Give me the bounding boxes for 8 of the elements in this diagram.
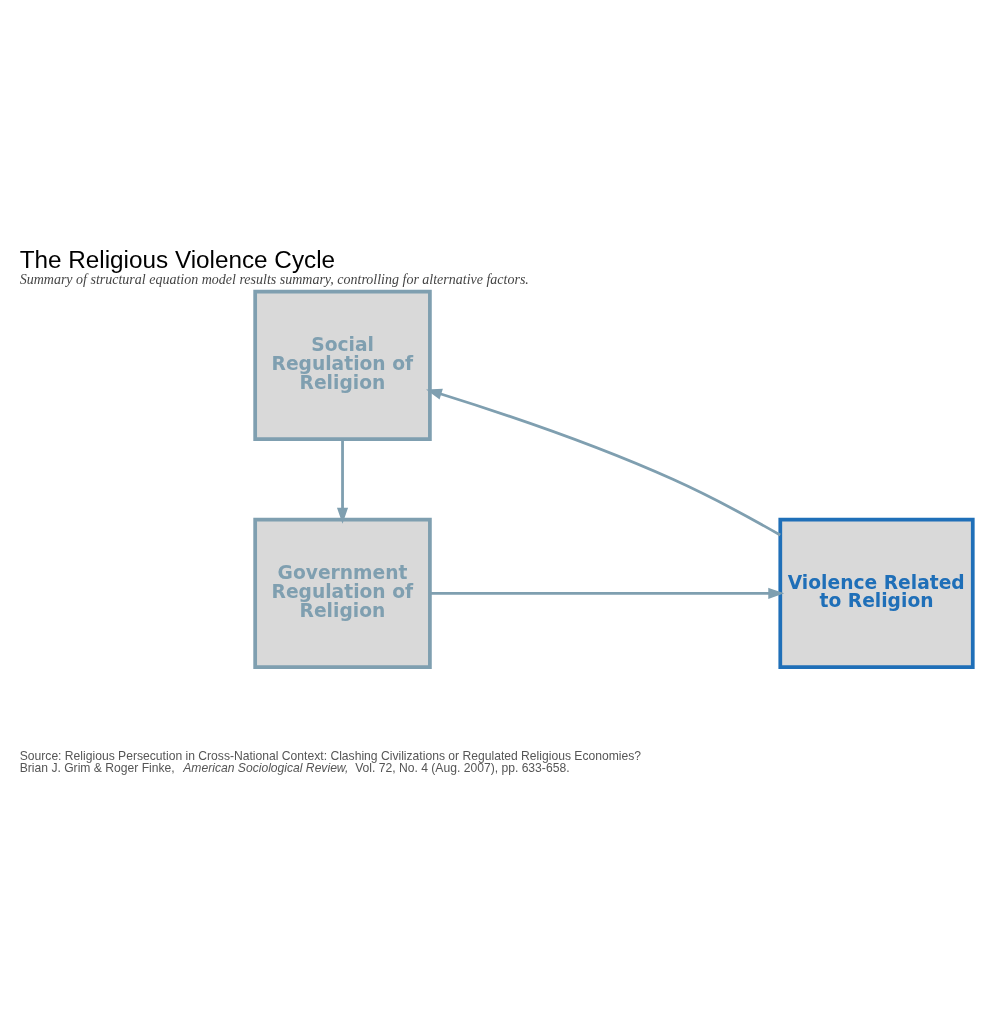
node-box: Social Regulation of Religion: [253, 289, 432, 441]
arrow: [426, 388, 781, 536]
arrow: [336, 438, 349, 524]
node-box: Violence Related to Religion: [778, 517, 975, 669]
label: Source: Religious Persecution in Cross-National Context: Clashing Civilizations or Regulated Religious Economies?: [19, 748, 642, 763]
diagram-title: The Religious Violence Cycle: [19, 245, 336, 273]
node-box: Government Regulation of Religion: [253, 517, 432, 669]
arrow: [430, 587, 785, 599]
